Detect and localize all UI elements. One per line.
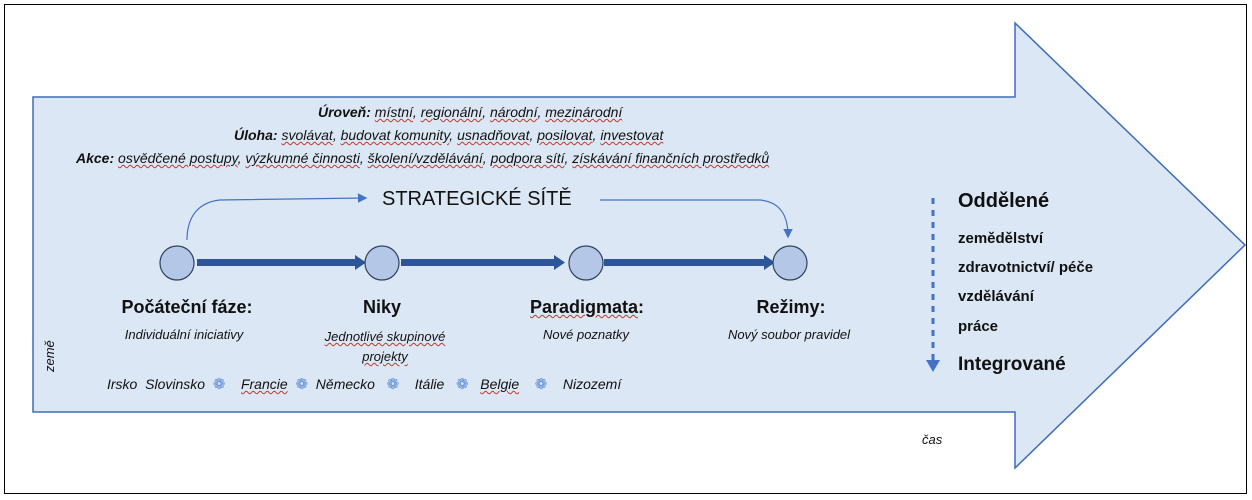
sector-item: zemědělství bbox=[958, 230, 1044, 247]
task-item: usnadňovat bbox=[457, 127, 530, 143]
country: Německo bbox=[315, 376, 375, 392]
level-label: Úroveň: bbox=[318, 104, 371, 120]
phase-subtitle-1: Individuální iniciativy bbox=[124, 327, 244, 342]
phase-subtitle-4: Nový soubor pravidel bbox=[727, 327, 851, 342]
country: Itálie bbox=[414, 376, 445, 392]
phase-node-1 bbox=[159, 245, 195, 281]
phase-title-1: Počáteční fáze: bbox=[121, 297, 253, 317]
countries-row: Irsko Slovinsko ❁ Francie ❁ Německo ❁ It… bbox=[107, 375, 621, 393]
diagram-frame bbox=[4, 4, 1247, 494]
country: Irsko bbox=[107, 376, 138, 392]
action-item: podpora sítí bbox=[490, 150, 565, 166]
flower-icon: ❁ bbox=[386, 376, 400, 393]
sector-item: vzdělávání bbox=[958, 288, 1034, 305]
task-item: svolávat bbox=[281, 127, 333, 143]
phase-title-3-suffix: : bbox=[638, 297, 645, 317]
action-line: Akce: osvědčené postupy, výzkumné činnos… bbox=[76, 150, 770, 166]
task-line: Úloha: svolávat, budovat komunity, usnad… bbox=[234, 127, 664, 143]
separated-label: Oddělené bbox=[958, 190, 1050, 212]
time-label: čas bbox=[922, 432, 943, 447]
phase-connector-2 bbox=[401, 255, 565, 270]
network-title: STRATEGICKÉ SÍTĚ bbox=[382, 188, 572, 210]
network-arrow-left bbox=[186, 193, 368, 241]
country: Slovinsko bbox=[145, 376, 206, 392]
flower-icon: ❁ bbox=[456, 376, 469, 393]
phase-connector-1 bbox=[197, 255, 366, 270]
phase-title-3-text: Paradigmata bbox=[529, 297, 639, 317]
action-label: Akce: bbox=[76, 150, 115, 166]
phase-subtitle-3: Nové poznatky bbox=[543, 327, 629, 342]
action-item: získávání finančních prostředků bbox=[572, 150, 770, 166]
phase-title-2: Niky bbox=[362, 297, 402, 317]
phase-node-4 bbox=[772, 245, 808, 281]
level-item: místní bbox=[374, 104, 413, 120]
countries-axis-label: země bbox=[42, 340, 57, 372]
phase-node-2 bbox=[364, 245, 400, 281]
integration-arrowhead bbox=[926, 360, 940, 372]
action-item: osvědčené postupy bbox=[118, 150, 238, 166]
task-label: Úloha: bbox=[234, 127, 278, 143]
country: Belgie bbox=[480, 376, 520, 392]
country: Nizozemí bbox=[562, 376, 622, 392]
action-item: výzkumné činnosti bbox=[245, 150, 360, 166]
sector-item: práce bbox=[958, 318, 999, 335]
sector-item: zdravotnictví/ péče bbox=[958, 259, 1094, 276]
task-item: budovat komunity bbox=[340, 127, 450, 143]
level-item: mezinárodní bbox=[545, 104, 623, 120]
flower-icon: ❁ bbox=[212, 376, 226, 393]
integrated-label: Integrované bbox=[958, 354, 1066, 375]
phase-title-4: Režimy: bbox=[756, 297, 826, 317]
country: Francie bbox=[240, 376, 288, 392]
level-item: národní bbox=[489, 104, 538, 120]
phase-title-3: Paradigmata: bbox=[530, 297, 644, 318]
phase-subtitle-2: Jednotlivé skupinové projekty bbox=[324, 329, 446, 364]
action-item: školení/vzdělávání bbox=[367, 150, 483, 166]
task-item: investovat bbox=[600, 127, 664, 143]
level-item: regionální bbox=[420, 104, 483, 120]
time-arrow-shape bbox=[32, 21, 1247, 470]
phase-connector-3 bbox=[604, 255, 775, 270]
network-arrow-right bbox=[600, 199, 793, 239]
task-item: posilovat bbox=[537, 127, 593, 143]
phase-node-3 bbox=[568, 245, 604, 281]
level-line: Úroveň: místní, regionální, národní, mez… bbox=[318, 104, 623, 120]
flower-icon: ❁ bbox=[534, 376, 548, 393]
flower-icon: ❁ bbox=[295, 376, 309, 393]
